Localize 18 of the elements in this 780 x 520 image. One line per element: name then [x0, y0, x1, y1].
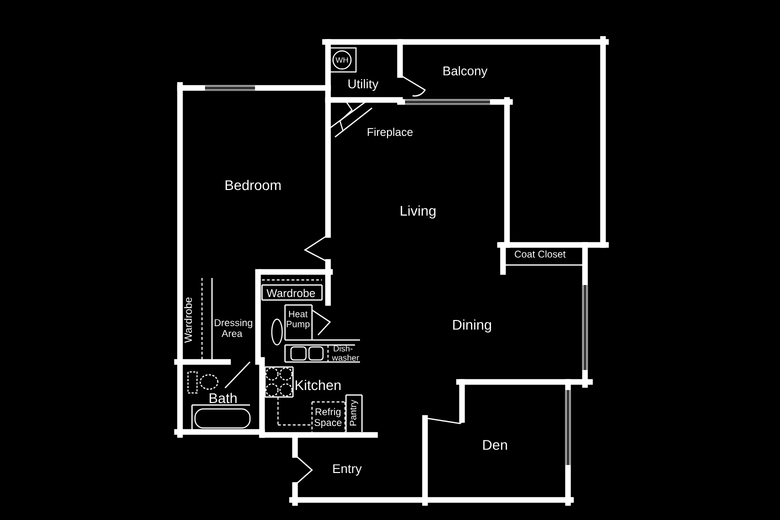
room-label: Heat Pump — [286, 310, 310, 330]
room-label: Dish-washer — [332, 345, 360, 361]
room-label: Balcony — [444, 66, 488, 78]
room-label: Kitchen — [296, 380, 341, 390]
room-label: Bedroom — [226, 180, 281, 190]
room-label: Utility — [348, 79, 378, 91]
room-label: Pantry — [350, 400, 358, 426]
room-label: Fireplace — [368, 128, 413, 138]
room-label: Coat Closet — [514, 250, 566, 258]
room-label: Den — [483, 440, 507, 450]
room-label: Dressing Area — [214, 318, 252, 337]
room-label: Bath — [210, 392, 237, 404]
room-label: Entry — [333, 464, 362, 476]
room-label: Wardrobe — [266, 288, 315, 298]
room-label: Dining — [453, 319, 492, 333]
room-label: Refrig Space — [314, 408, 342, 428]
room-label: Wardrobe — [184, 298, 192, 343]
room-label: Living — [400, 205, 436, 219]
